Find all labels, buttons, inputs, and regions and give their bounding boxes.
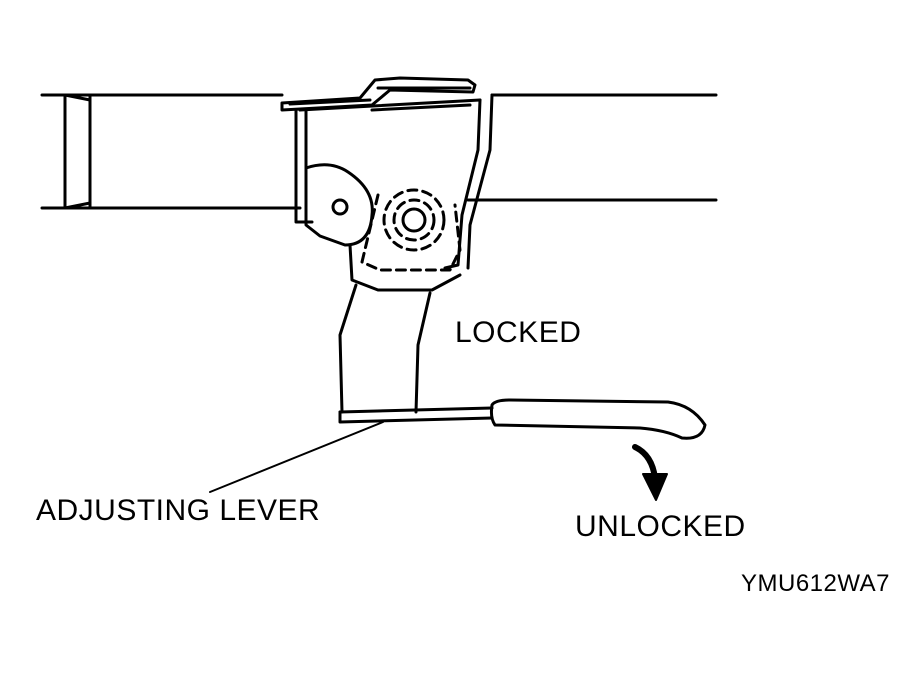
cam-bolt <box>403 209 425 231</box>
figure-code: YMU612WA7 <box>741 570 890 597</box>
adjusting-lever <box>340 285 705 438</box>
unlocked-label: UNLOCKED <box>575 510 746 543</box>
pivot-boss <box>306 165 372 245</box>
steering-column-tube <box>42 95 716 208</box>
adjusting-lever-label: ADJUSTING LEVER <box>36 494 321 527</box>
locking-cam-hidden <box>362 190 460 270</box>
unlock-direction-arrow <box>635 447 667 500</box>
tilt-bracket <box>296 95 492 268</box>
cam-plate <box>350 245 460 290</box>
locked-label: LOCKED <box>455 316 582 349</box>
adjusting-lever-leader <box>210 422 383 492</box>
